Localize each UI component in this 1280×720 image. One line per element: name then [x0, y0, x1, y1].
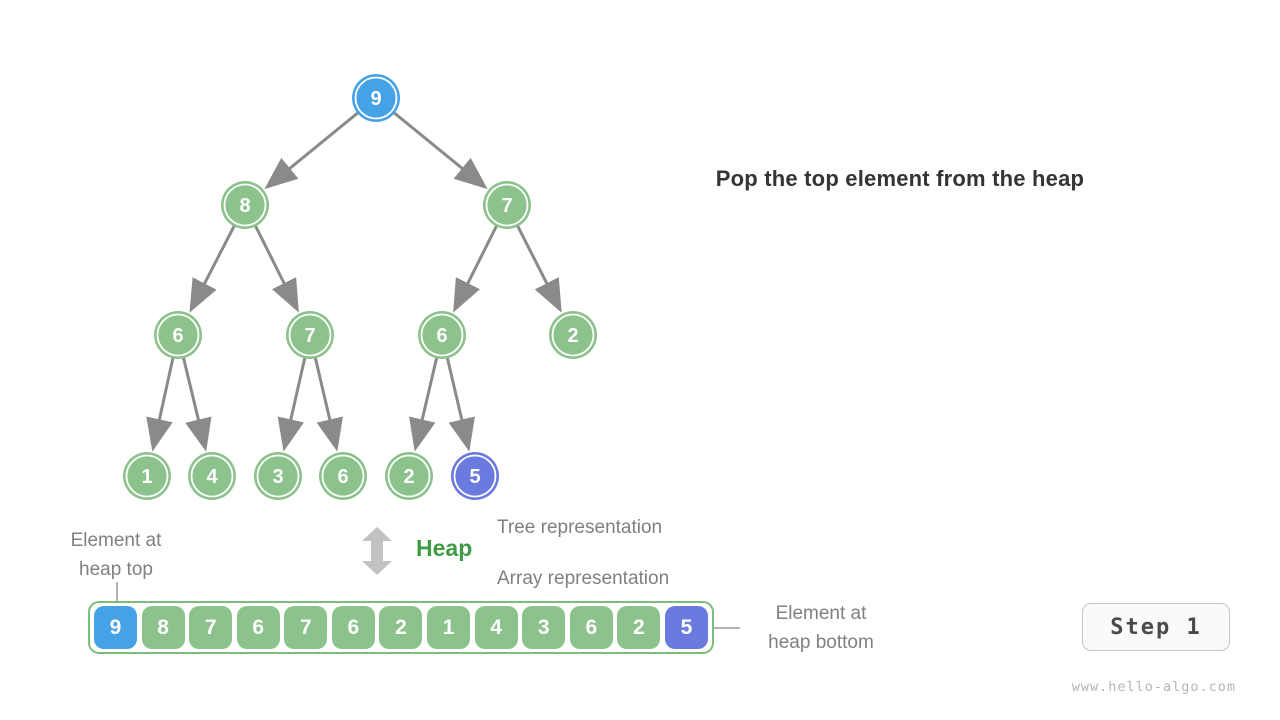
- tree-node-value: 2: [567, 325, 578, 347]
- tree-node: 2: [549, 311, 597, 359]
- tree-node-value: 6: [337, 466, 348, 488]
- element-at-heap-bottom-line1: Element at: [775, 603, 867, 624]
- tree-node: 3: [254, 452, 302, 500]
- tree-edge: [445, 357, 475, 452]
- tree-node-value: 1: [141, 466, 152, 488]
- tree-node: 2: [385, 452, 433, 500]
- heap-label: Heap: [416, 535, 473, 561]
- tree-node: 6: [319, 452, 367, 500]
- step-button[interactable]: Step 1: [1082, 603, 1230, 651]
- array-cell: 8: [141, 606, 185, 649]
- tree-node-value: 8: [239, 195, 250, 217]
- tree-nodes: 9 8 7 6 7 6 2 1 4 3 6 2 5: [123, 74, 597, 500]
- tree-edge: [392, 111, 488, 190]
- watermark: www.hello-algo.com: [1071, 679, 1236, 695]
- tree-node: 7: [483, 181, 531, 229]
- tree-node-value: 9: [370, 88, 381, 110]
- tree-edge: [516, 224, 562, 313]
- array-cell: 9: [94, 606, 137, 649]
- element-at-heap-top-label: Element at heap top: [36, 526, 196, 584]
- tree-node: 6: [418, 311, 466, 359]
- array-cell: 4: [474, 606, 518, 649]
- array-cell: 1: [427, 606, 471, 649]
- tree-edges: [146, 111, 562, 452]
- array-cell: 2: [617, 606, 661, 649]
- tree-node-value: 4: [206, 466, 218, 488]
- tree-representation-label: Tree representation: [497, 517, 663, 538]
- array-cell: 5: [664, 606, 708, 649]
- tree-node-value: 7: [304, 325, 315, 347]
- element-at-heap-bottom-line2: heap bottom: [768, 632, 874, 653]
- diagram-title: Pop the top element from the heap: [715, 166, 1085, 191]
- tree-node: 7: [286, 311, 334, 359]
- tree-edge: [313, 357, 343, 452]
- tree-node-value: 7: [501, 195, 512, 217]
- tree-node-value: 5: [469, 466, 480, 488]
- tree-node-value: 6: [172, 325, 183, 347]
- array-representation-label: Array representation: [497, 568, 670, 589]
- element-at-heap-bottom-label: Element at heap bottom: [740, 599, 902, 657]
- tree-node: 4: [188, 452, 236, 500]
- array-cell: 2: [379, 606, 423, 649]
- tree-node: 5: [451, 452, 499, 500]
- tree-edge: [253, 224, 299, 313]
- heap-indicator: Heap: [360, 526, 490, 576]
- array-cell: 6: [331, 606, 375, 649]
- element-at-heap-top-line2: heap top: [79, 559, 153, 580]
- array-cell: 7: [189, 606, 233, 649]
- tree-edge: [264, 111, 360, 190]
- tree-edge: [146, 357, 175, 452]
- array-cell: 7: [284, 606, 328, 649]
- tree-node: 8: [221, 181, 269, 229]
- array-cell: 3: [522, 606, 566, 649]
- tree-node: 6: [154, 311, 202, 359]
- up-down-arrow-icon: [362, 527, 392, 575]
- tree-edge: [453, 224, 499, 313]
- tree-node-value: 6: [436, 325, 447, 347]
- tree-edge: [277, 357, 307, 452]
- array-cell: 6: [236, 606, 280, 649]
- tree-edge: [409, 357, 439, 452]
- array-cell: 6: [569, 606, 613, 649]
- tree-node: 9: [352, 74, 400, 122]
- tree-node: 1: [123, 452, 171, 500]
- tree-node-value: 3: [272, 466, 283, 488]
- tree-edge: [181, 357, 212, 452]
- tree-edge: [189, 224, 236, 313]
- tree-node-value: 2: [403, 466, 414, 488]
- element-at-heap-top-line1: Element at: [70, 530, 162, 551]
